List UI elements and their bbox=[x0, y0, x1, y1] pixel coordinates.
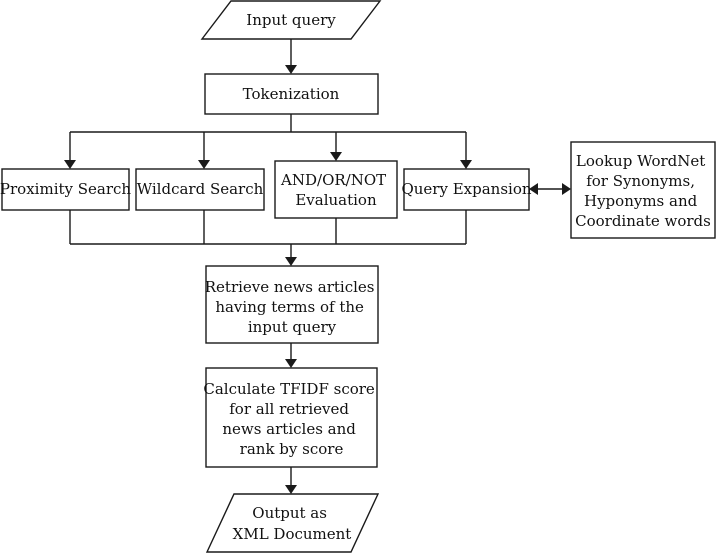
query-expansion-node: Query Expansion bbox=[401, 168, 532, 211]
tfidf-line-3: news articles and bbox=[222, 420, 356, 438]
wordnet-lookup-line-4: Coordinate words bbox=[575, 212, 711, 230]
input-query-node: Input query bbox=[200, 0, 382, 40]
input-query-line: Input query bbox=[246, 11, 336, 29]
arrowhead-boolean bbox=[330, 152, 342, 161]
arrowhead-output bbox=[285, 485, 297, 494]
output-node: Output as XML Document bbox=[205, 493, 380, 553]
output-label: Output as XML Document bbox=[233, 504, 352, 543]
arrowhead-tfidf bbox=[285, 359, 297, 368]
tfidf-box bbox=[205, 367, 378, 468]
arrowhead-tokenization bbox=[285, 65, 297, 74]
arrowhead-wildcard bbox=[198, 160, 210, 169]
tfidf-line-4: rank by score bbox=[240, 440, 344, 458]
tokenization-label: Tokenization bbox=[243, 85, 340, 103]
boolean-evaluation-box bbox=[274, 160, 398, 219]
arrowhead-expansion-left bbox=[529, 183, 538, 195]
retrieve-articles-line-3: input query bbox=[248, 318, 337, 336]
boolean-evaluation-line-2: Evaluation bbox=[295, 191, 377, 209]
proximity-search-node: Proximity Search bbox=[0, 168, 131, 211]
output-shape bbox=[205, 493, 380, 553]
tfidf-node: Calculate TFIDF score for all retrieved … bbox=[203, 367, 379, 468]
wordnet-lookup-line-1: Lookup WordNet bbox=[576, 152, 705, 170]
proximity-search-box bbox=[1, 168, 130, 211]
query-expansion-label: Query Expansion bbox=[401, 180, 531, 198]
arrowhead-proximity bbox=[64, 160, 76, 169]
arrowhead-retrieve bbox=[285, 257, 297, 266]
input-query-label: Input query bbox=[246, 11, 336, 29]
boolean-evaluation-node: AND/OR/NOT Evaluation bbox=[274, 160, 398, 219]
wordnet-lookup-label: Lookup WordNet for Synonyms, Hyponyms an… bbox=[575, 152, 711, 230]
connectors bbox=[64, 39, 571, 494]
tfidf-line-1: Calculate TFIDF score bbox=[203, 380, 375, 398]
retrieve-articles-label: Retrieve news articles having terms of t… bbox=[205, 278, 380, 336]
wordnet-lookup-box bbox=[570, 141, 716, 239]
boolean-evaluation-label: AND/OR/NOT Evaluation bbox=[280, 171, 391, 209]
input-query-shape bbox=[200, 0, 382, 40]
tfidf-line-2: for all retrieved bbox=[229, 400, 349, 418]
boolean-evaluation-line-1: AND/OR/NOT bbox=[280, 171, 386, 189]
tfidf-label: Calculate TFIDF score for all retrieved … bbox=[203, 380, 379, 458]
query-expansion-line: Query Expansion bbox=[401, 180, 531, 198]
retrieve-articles-line-2: having terms of the bbox=[215, 298, 364, 316]
output-line-1: Output as bbox=[252, 504, 327, 522]
output-line-2: XML Document bbox=[233, 525, 352, 543]
wildcard-search-box bbox=[135, 168, 265, 211]
arrowhead-wordnet-right bbox=[562, 183, 571, 195]
tokenization-line: Tokenization bbox=[243, 85, 340, 103]
arrowhead-expansion bbox=[460, 160, 472, 169]
wordnet-lookup-line-2: for Synonyms, bbox=[586, 172, 695, 190]
retrieve-articles-line-1: Retrieve news articles bbox=[205, 278, 375, 296]
wildcard-search-line: Wildcard Search bbox=[137, 180, 264, 198]
wordnet-lookup-node: Lookup WordNet for Synonyms, Hyponyms an… bbox=[570, 141, 716, 239]
wordnet-lookup-line-3: Hyponyms and bbox=[584, 192, 698, 210]
tokenization-box bbox=[204, 73, 379, 115]
wildcard-search-node: Wildcard Search bbox=[135, 168, 265, 211]
retrieve-articles-box bbox=[205, 265, 379, 344]
query-expansion-box bbox=[403, 168, 530, 211]
wildcard-search-label: Wildcard Search bbox=[137, 180, 264, 198]
proximity-search-line: Proximity Search bbox=[0, 180, 131, 198]
retrieve-articles-node: Retrieve news articles having terms of t… bbox=[205, 265, 380, 344]
proximity-search-label: Proximity Search bbox=[0, 180, 131, 198]
tokenization-node: Tokenization bbox=[204, 73, 379, 115]
